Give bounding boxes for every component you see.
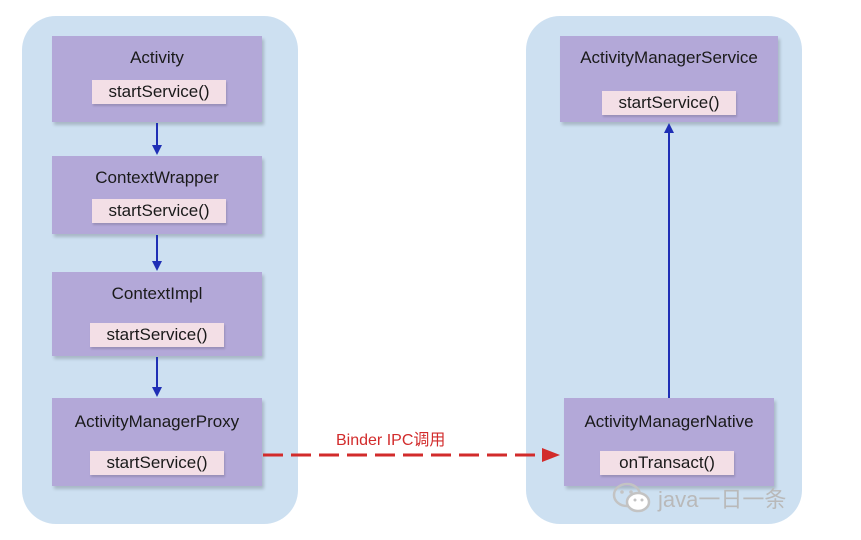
- context-impl-box: ContextImpl startService(): [52, 272, 262, 356]
- activity-manager-proxy-box: ActivityManagerProxy startService(): [52, 398, 262, 486]
- activity-manager-service-box: ActivityManagerService startService(): [560, 36, 778, 122]
- watermark-text: java一日一条: [658, 487, 787, 512]
- activity-title: Activity: [130, 48, 184, 67]
- activity-manager-native-box: ActivityManagerNative onTransact(): [564, 398, 774, 486]
- activity-manager-native-title: ActivityManagerNative: [584, 412, 754, 431]
- context-wrapper-start-service-method: startService(): [92, 199, 226, 223]
- activity-box: Activity startService(): [52, 36, 262, 122]
- activity-manager-proxy-title: ActivityManagerProxy: [74, 412, 240, 431]
- context-wrapper-title: ContextWrapper: [95, 168, 219, 187]
- activity-manager-service-title: ActivityManagerService: [580, 48, 758, 67]
- wechat-icon: [612, 482, 651, 513]
- context-wrapper-box: ContextWrapper startService(): [52, 156, 262, 234]
- activity-manager-proxy-start-service-method: startService(): [90, 451, 224, 475]
- binder-ipc-label: Binder IPC调用: [336, 432, 446, 449]
- activity-manager-service-start-service-method: startService(): [602, 91, 736, 115]
- context-impl-title: ContextImpl: [111, 284, 203, 303]
- activity-manager-native-on-transact-method: onTransact(): [600, 451, 734, 475]
- watermark: java一日一条: [612, 481, 786, 515]
- context-impl-start-service-method: startService(): [90, 323, 224, 347]
- activity-start-service-method: startService(): [92, 80, 226, 104]
